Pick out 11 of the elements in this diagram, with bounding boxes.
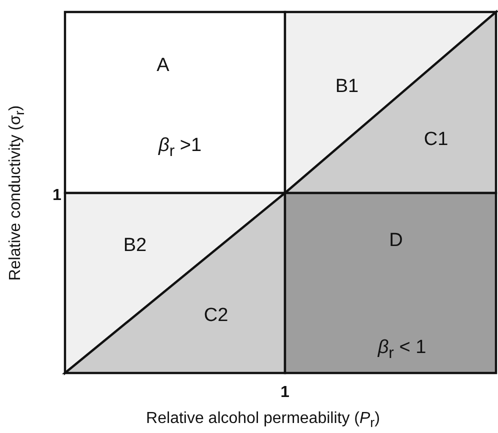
region-letter: C2 xyxy=(204,305,228,327)
x-tick-label: 1 xyxy=(280,384,290,402)
region-letter: D xyxy=(389,230,403,252)
region-letter: B2 xyxy=(123,235,147,257)
region-letter: B1 xyxy=(335,76,359,98)
ratio-condition: β$_{r}$ >1 xyxy=(158,135,202,161)
ratio-condition: β$_{r}$ < 1 xyxy=(378,337,426,363)
y-tick-label: 1 xyxy=(52,187,62,205)
region-letter: A xyxy=(156,55,170,77)
region-letter: C1 xyxy=(424,129,448,151)
x-axis-title: Relative alcohol permeability (P$_{r}$) xyxy=(146,410,380,430)
